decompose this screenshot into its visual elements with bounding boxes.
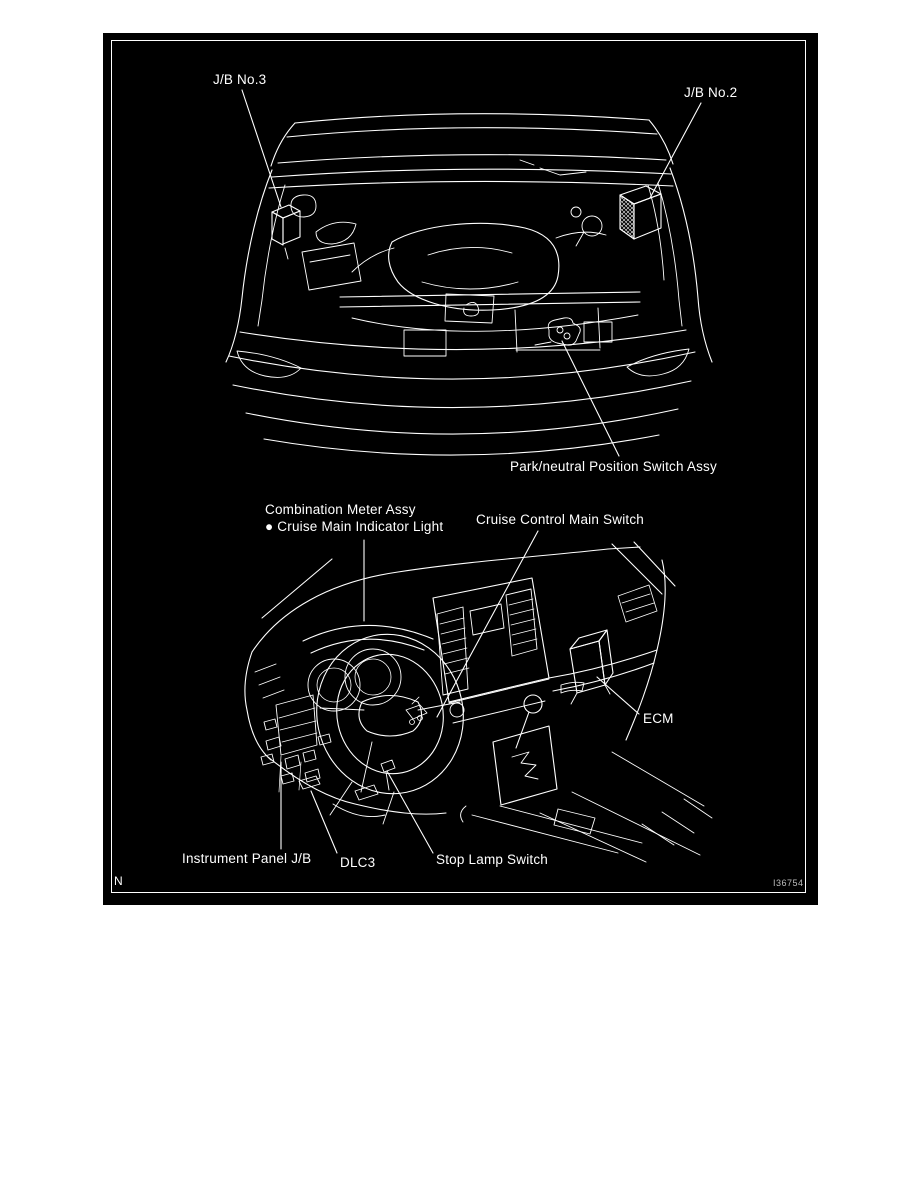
label-combination-meter: Combination Meter Assy ● Cruise Main Ind… (265, 501, 443, 535)
component-location-illustration (225, 89, 713, 863)
leader-stop-lamp-switch (386, 770, 434, 854)
stop-lamp-switch-component (380, 759, 396, 773)
label-ecm: ECM (643, 711, 674, 726)
label-cruise-control-main-switch: Cruise Control Main Switch (476, 512, 645, 527)
label-combination-meter-line1: Combination Meter Assy (265, 502, 416, 517)
label-park-neutral-switch: Park/neutral Position Switch Assy (510, 459, 717, 474)
park-neutral-switch-component (534, 317, 581, 346)
leader-jb-no3 (241, 89, 282, 208)
figure-frame: J/B No.3 J/B No.2 Park/neutral Position … (103, 33, 818, 905)
figure-code: I36754 (773, 878, 804, 888)
leader-ecm (596, 676, 640, 715)
steering-wheel (316, 633, 464, 825)
jb-no2-component (619, 185, 662, 240)
cruise-control-switch-stalk (405, 696, 428, 725)
leader-jb-no2 (649, 102, 702, 199)
ecm-component (569, 629, 614, 705)
label-jb-no3: J/B No.3 (213, 72, 267, 87)
label-cruise-main-indicator: ● Cruise Main Indicator Light (265, 519, 444, 534)
jb-no3-component (271, 204, 301, 260)
label-stop-lamp-switch: Stop Lamp Switch (436, 852, 549, 867)
engine-compartment-illustration (225, 89, 713, 457)
leader-park-neutral-switch (561, 340, 620, 457)
corner-mark-n: N (114, 874, 123, 888)
leader-dlc3 (310, 790, 338, 854)
dlc3-component (298, 775, 321, 790)
label-instrument-panel-jb: Instrument Panel J/B (182, 851, 312, 866)
instrument-panel-jb-component (260, 694, 332, 793)
label-dlc3: DLC3 (340, 855, 376, 870)
label-jb-no2: J/B No.2 (684, 85, 738, 100)
instrument-panel-illustration (244, 530, 713, 863)
leader-cruise-control-switch (436, 530, 539, 718)
